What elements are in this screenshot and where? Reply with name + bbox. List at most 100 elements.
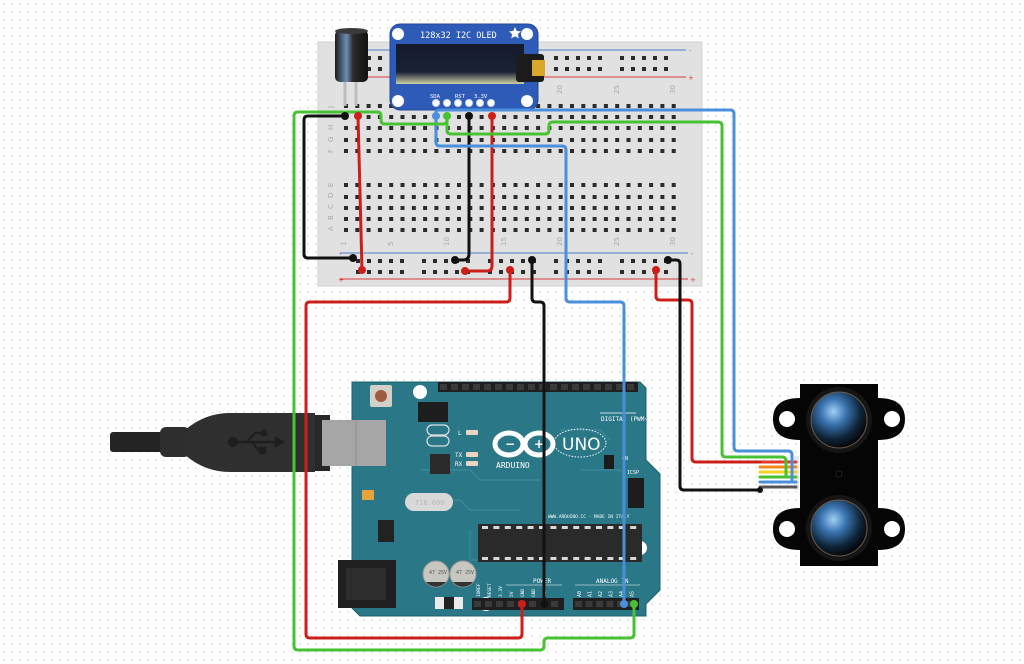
breadboard-hole[interactable] [377,217,382,221]
breadboard-hole[interactable] [479,149,484,153]
rail-hole[interactable] [576,259,580,263]
breadboard-hole[interactable] [411,228,416,232]
rail-hole[interactable] [664,56,668,60]
oled-pin-3v3[interactable] [476,99,484,107]
analog-pin-socket[interactable] [596,601,603,607]
breadboard-hole[interactable] [344,138,348,142]
breadboard-hole[interactable] [547,104,552,108]
breadboard-hole[interactable] [626,206,631,210]
breadboard-hole[interactable] [423,149,428,153]
breadboard-hole[interactable] [389,206,394,210]
digital-pin-socket[interactable] [605,384,612,390]
breadboard-hole[interactable] [637,126,642,130]
breadboard-hole[interactable] [366,183,371,187]
breadboard-hole[interactable] [502,126,507,130]
oled-pin-scl[interactable] [443,99,451,107]
breadboard-hole[interactable] [400,115,405,119]
digital-pin-socket[interactable] [594,384,601,390]
breadboard-hole[interactable] [570,138,574,142]
rail-hole[interactable] [631,270,635,274]
breadboard-hole[interactable] [389,104,394,108]
rail-hole[interactable] [631,259,635,263]
digital-pin-socket[interactable] [572,384,579,390]
breadboard-hole[interactable] [671,228,676,232]
breadboard-hole[interactable] [649,206,654,210]
breadboard-hole[interactable] [558,195,563,199]
reset-button[interactable] [375,390,387,402]
breadboard-hole[interactable] [502,228,507,232]
breadboard-hole[interactable] [536,138,541,142]
breadboard-hole[interactable] [649,195,654,199]
breadboard-hole[interactable] [411,206,416,210]
rail-hole[interactable] [356,259,360,263]
breadboard-hole[interactable] [524,183,529,187]
breadboard-hole[interactable] [445,228,450,232]
breadboard-hole[interactable] [615,228,620,232]
breadboard-hole[interactable] [592,228,597,232]
breadboard-hole[interactable] [423,126,428,130]
breadboard-hole[interactable] [457,195,461,199]
breadboard-hole[interactable] [615,126,620,130]
breadboard-hole[interactable] [377,183,382,187]
rail-hole[interactable] [598,259,602,263]
breadboard-hole[interactable] [411,183,416,187]
rail-hole[interactable] [422,270,426,274]
breadboard-hole[interactable] [581,206,586,210]
breadboard-hole[interactable] [570,183,574,187]
breadboard-hole[interactable] [637,138,642,142]
breadboard-hole[interactable] [389,115,394,119]
digital-pin-socket[interactable] [528,384,535,390]
breadboard-hole[interactable] [603,217,608,221]
rail-hole[interactable] [488,259,492,263]
breadboard-hole[interactable] [479,195,484,199]
rail-hole[interactable] [356,270,360,274]
breadboard-hole[interactable] [502,195,507,199]
breadboard-hole[interactable] [626,195,631,199]
breadboard-hole[interactable] [671,104,676,108]
breadboard-hole[interactable] [671,183,676,187]
rail-hole[interactable] [455,270,459,274]
rail-hole[interactable] [389,259,393,263]
breadboard-hole[interactable] [377,104,382,108]
breadboard-hole[interactable] [581,228,586,232]
rail-hole[interactable] [378,67,382,71]
breadboard-hole[interactable] [445,195,450,199]
oled-display[interactable]: 128x32 I2C OLED SDA RST 3.3V [389,23,545,111]
rail-hole[interactable] [576,270,580,274]
breadboard-hole[interactable] [547,217,552,221]
breadboard-hole[interactable] [536,149,541,153]
breadboard-hole[interactable] [558,126,563,130]
breadboard-hole[interactable] [547,149,552,153]
breadboard-hole[interactable] [626,217,631,221]
rail-hole[interactable] [532,270,536,274]
breadboard-hole[interactable] [400,149,405,153]
wire-lidar-gnd-to-rail[interactable] [666,258,762,492]
oled-pin-sda[interactable] [432,99,440,107]
breadboard-hole[interactable] [637,228,642,232]
breadboard-hole[interactable] [536,183,541,187]
breadboard-hole[interactable] [366,138,371,142]
breadboard-hole[interactable] [615,104,620,108]
rail-hole[interactable] [664,270,668,274]
breadboard-hole[interactable] [344,217,348,221]
digital-pin-socket[interactable] [506,384,513,390]
rail-hole[interactable] [378,270,382,274]
breadboard-hole[interactable] [637,183,642,187]
rail-hole[interactable] [433,259,437,263]
breadboard-hole[interactable] [524,115,529,119]
breadboard-hole[interactable] [637,104,642,108]
breadboard-hole[interactable] [558,183,563,187]
rail-hole[interactable] [510,259,514,263]
wire-cap-vcc-to-rail[interactable] [356,114,364,272]
breadboard-hole[interactable] [649,115,654,119]
breadboard-hole[interactable] [547,183,552,187]
breadboard-hole[interactable] [524,195,529,199]
rail-hole[interactable] [587,56,591,60]
breadboard-hole[interactable] [671,149,676,153]
digital-pin-socket[interactable] [440,384,447,390]
breadboard-hole[interactable] [377,149,382,153]
breadboard-hole[interactable] [389,126,394,130]
power-pin-socket[interactable] [507,601,514,607]
rail-hole[interactable] [444,259,448,263]
breadboard-hole[interactable] [660,183,665,187]
